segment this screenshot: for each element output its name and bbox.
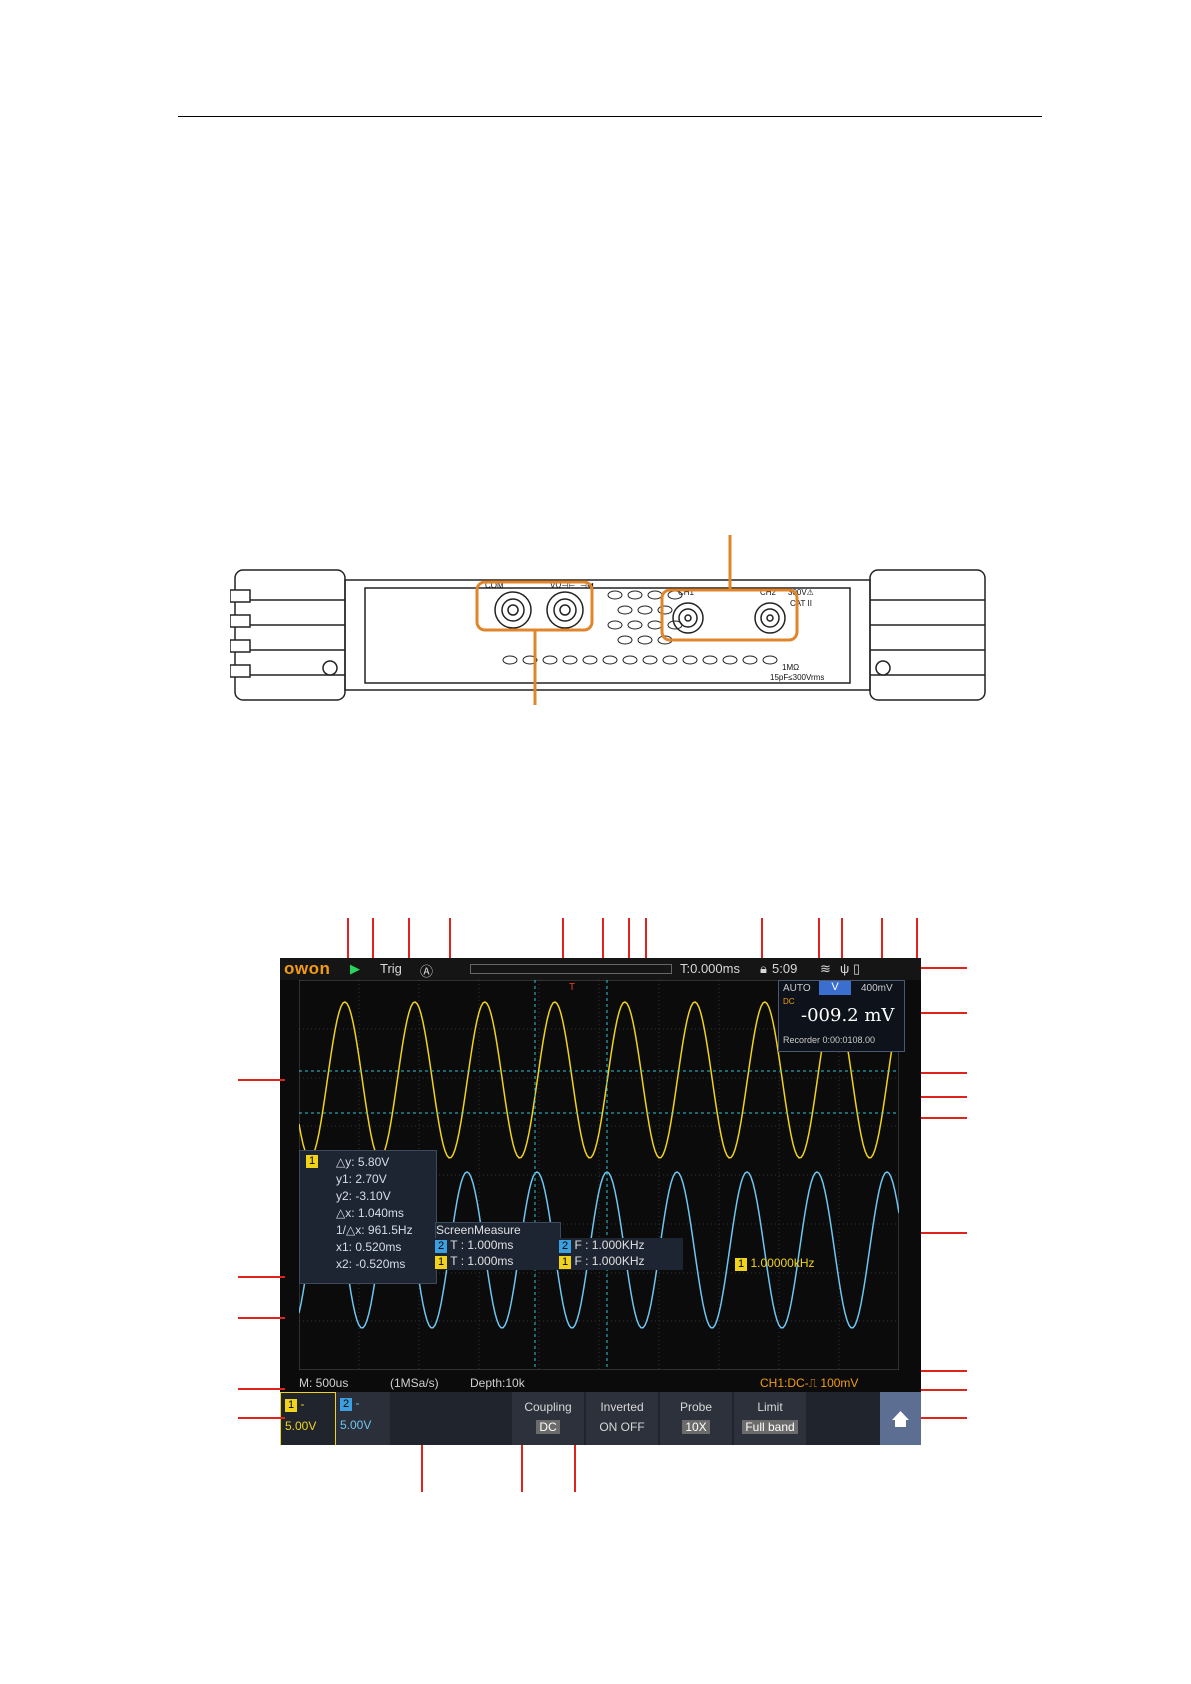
ch1-waveform <box>299 1001 899 1159</box>
dmm-coupling: DC <box>783 997 795 1006</box>
label-impedance1: 1MΩ <box>782 663 799 672</box>
menu-limit[interactable]: Limit Full band <box>734 1392 806 1445</box>
cursor-row: △x: 1.040ms <box>336 1206 404 1220</box>
multimeter-jacks <box>494 591 584 629</box>
cursor-row: y2: -3.10V <box>336 1189 391 1203</box>
cursor-row: x1: 0.520ms <box>336 1240 402 1254</box>
header-rule <box>178 116 1042 117</box>
left-bumper <box>230 569 346 701</box>
screen-measure-item: 1 T : 1.000ms <box>435 1254 559 1270</box>
label-ch1: CH1 <box>678 588 695 597</box>
multimeter-panel: AUTO V 400mV DC -009.2 mV Recorder 0:00:… <box>778 980 905 1052</box>
menu-probe[interactable]: Probe 10X <box>660 1392 732 1445</box>
home-icon <box>892 1411 909 1427</box>
label-vohm: VΩ⊣⊢ <box>550 581 575 590</box>
ch2-scale[interactable]: 2 - 5.00V <box>336 1392 390 1445</box>
clock: 5:09 <box>772 961 798 976</box>
ch1-scale[interactable]: 1 - 5.00V <box>280 1392 336 1445</box>
oscilloscope-screen: owon ▶ Trig Ⓐ T:0.000ms 🔒︎ 5:09 ≋ ψ ▯ <box>280 958 921 1445</box>
cursor-row: △y: 5.80V <box>336 1155 390 1169</box>
trigger-info: CH1:DC-⎍ 100mV <box>760 1376 859 1390</box>
menu-inverted[interactable]: Inverted ON OFF <box>586 1392 658 1445</box>
dmm-recorder[interactable]: Recorder 0:00:0108.00 <box>783 1035 876 1045</box>
record-depth: Depth:10k <box>470 1376 525 1390</box>
info-bar: M: 500us (1MSa/s) Depth:10k CH1:DC-⎍ 100… <box>280 1374 921 1392</box>
label-com: COM <box>485 581 504 590</box>
label-diode: ⊣◀ <box>580 581 594 590</box>
memory-position-bar[interactable] <box>470 964 672 974</box>
waveform-grid: T <box>299 980 899 1370</box>
wifi-icon: ≋ <box>820 961 831 976</box>
battery-icon: ▯ <box>853 961 861 976</box>
label-impedance2: 15pF≤300Vrms <box>770 673 824 682</box>
mode-icon: Ⓐ <box>420 964 434 979</box>
cursor-measure-box: 1 △y: 5.80V y1: 2.70V y2: -3.10V △x: 1.0… <box>299 1150 437 1284</box>
status-bar: owon ▶ Trig Ⓐ T:0.000ms 🔒︎ 5:09 ≋ ψ ▯ <box>280 958 921 980</box>
lock-icon: 🔒︎ <box>760 961 767 976</box>
time-offset: T:0.000ms <box>680 961 740 976</box>
usb-icon: ψ <box>840 961 850 976</box>
timebase: M: 500us <box>299 1376 349 1390</box>
frequency-counter: 1 1.00000kHz <box>735 1256 860 1272</box>
right-bumper <box>869 569 986 701</box>
dmm-unit-tab[interactable]: V <box>819 981 851 995</box>
device-body <box>344 579 871 691</box>
label-rating2: CAT II <box>790 599 812 608</box>
trigger-marker: T <box>569 982 575 993</box>
device-front-panel: COM VΩ⊣⊢ ⊣◀ CH1 CH2 300V⚠ CAT II 1MΩ 15p… <box>230 535 986 705</box>
label-rating1: 300V⚠ <box>788 588 814 597</box>
cursor-channel-tag: 1 <box>306 1155 319 1168</box>
vent-holes <box>502 590 778 665</box>
cursor-row: x2: -0.520ms <box>336 1257 406 1271</box>
home-button[interactable] <box>880 1392 921 1445</box>
brand-logo: owon <box>284 959 331 978</box>
trigger-status: Trig <box>380 961 402 976</box>
sample-rate: (1MSa/s) <box>390 1376 439 1390</box>
screen-measure-item: 1 F : 1.000KHz <box>559 1254 683 1270</box>
dmm-mode[interactable]: AUTO <box>783 983 811 994</box>
highlight-boxes <box>475 535 799 705</box>
dmm-reading: -009.2 mV <box>801 1005 895 1026</box>
menu-coupling[interactable]: Coupling DC <box>512 1392 584 1445</box>
bnc-connectors <box>672 602 786 634</box>
screen-measure-item: 2 F : 1.000KHz <box>559 1238 683 1254</box>
bottom-menu: 1 - 5.00V 2 - 5.00V Coupling DC Inverted… <box>280 1392 921 1445</box>
dmm-range[interactable]: 400mV <box>861 983 893 994</box>
cursor-row: y1: 2.70V <box>336 1172 387 1186</box>
label-ch2: CH2 <box>760 588 777 597</box>
cursor-row: 1/△x: 961.5Hz <box>336 1223 413 1237</box>
run-state-icon: ▶ <box>350 961 360 976</box>
screen-measure-item: 2 T : 1.000ms <box>435 1238 559 1254</box>
